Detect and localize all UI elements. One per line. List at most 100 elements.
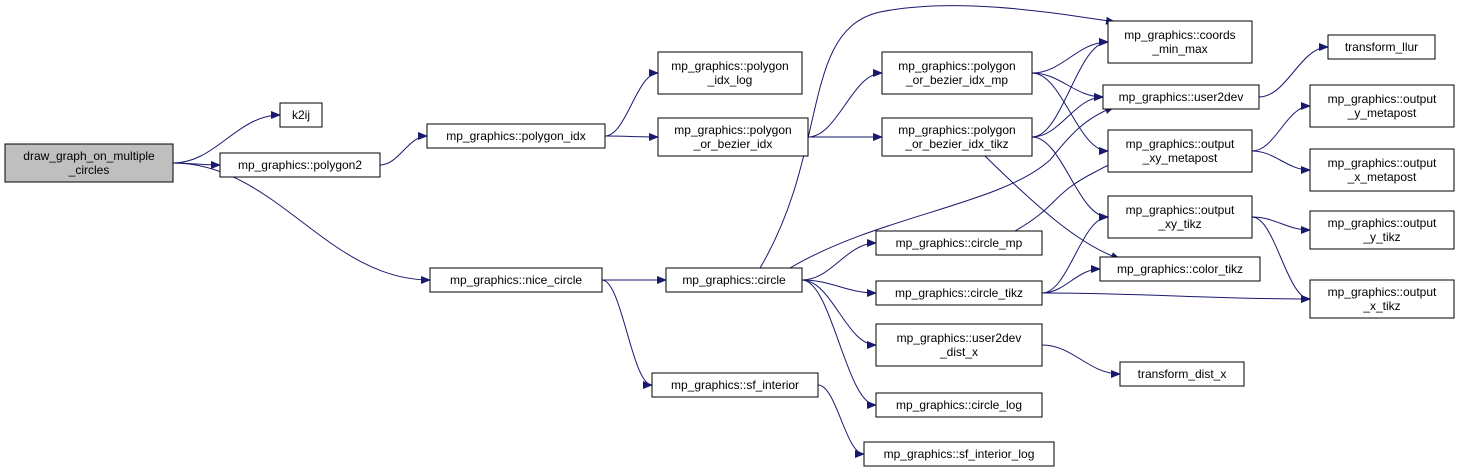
node-box xyxy=(279,102,323,128)
node-box xyxy=(665,267,803,293)
edge-pob_idx_tikz-to-coords_min_max xyxy=(1031,38,1109,138)
edge-arrow xyxy=(601,279,653,389)
node-user2dev[interactable]: mp_graphics::user2dev xyxy=(1102,84,1260,110)
node-box xyxy=(4,143,174,183)
node-label: _circles xyxy=(68,163,110,177)
node-label: _y_metapost xyxy=(1347,106,1417,120)
node-label: mp_graphics::output xyxy=(1328,92,1437,106)
node-output-x-tikz[interactable]: mp_graphics::output_x_tikz xyxy=(1309,279,1455,319)
node-box xyxy=(875,280,1043,306)
node-user2dev-dist-x[interactable]: mp_graphics::user2dev_dist_x xyxy=(875,323,1043,367)
node-polygon-idx-log[interactable]: mp_graphics::polygon_idx_log xyxy=(657,51,803,95)
edge-nice_circle-to-sf_interior xyxy=(601,279,653,389)
node-box xyxy=(429,267,603,293)
node-coords-min-max[interactable]: mp_graphics::coords_min_max xyxy=(1107,20,1253,64)
edge-polygon_idx-to-polygon_idx_log xyxy=(604,69,659,137)
node-circle-tikz[interactable]: mp_graphics::circle_tikz xyxy=(875,280,1043,306)
node-label: mp_graphics::polygon xyxy=(898,123,1015,137)
edge-arrow xyxy=(984,155,1121,260)
node-root[interactable]: draw_graph_on_multiple_circles xyxy=(4,143,174,183)
edge-arrow xyxy=(1031,72,1109,155)
node-label: mp_graphics::user2dev xyxy=(897,331,1022,345)
edge-arrow xyxy=(801,279,877,409)
node-box xyxy=(657,117,809,157)
node-label: mp_graphics::color_tikz xyxy=(1117,262,1243,276)
node-k2ij[interactable]: k2ij xyxy=(279,102,323,128)
node-sf-interior[interactable]: mp_graphics::sf_interior xyxy=(651,372,819,398)
edge-arrow xyxy=(1251,102,1311,152)
node-label: mp_graphics::user2dev xyxy=(1119,90,1244,104)
node-polygon-idx[interactable]: mp_graphics::polygon_idx xyxy=(426,123,606,149)
edge-arrow xyxy=(1041,265,1101,294)
edge-pob_idx_tikz-to-output_xy_tikz xyxy=(1031,136,1109,221)
edge-circle_tikz-to-output_x_tikz xyxy=(1041,292,1311,303)
edge-circle-to-user2dev_dist_x xyxy=(801,279,877,349)
edge-arrow xyxy=(801,239,877,281)
edge-polygon2-to-polygon_idx xyxy=(379,132,428,166)
edge-output_xy_tikz-to-output_y_tikz xyxy=(1251,216,1311,234)
node-output-x-metapost[interactable]: mp_graphics::output_x_metapost xyxy=(1309,148,1455,192)
node-label: mp_graphics::circle_log xyxy=(896,398,1022,412)
node-pob-idx-mp[interactable]: mp_graphics::polygon_or_bezier_idx_mp xyxy=(881,51,1033,95)
node-box xyxy=(1119,361,1245,387)
node-transform-llur[interactable]: transform_llur xyxy=(1327,34,1436,60)
edge-root-to-k2ij xyxy=(172,111,281,164)
node-pob-idx[interactable]: mp_graphics::polygon_or_bezier_idx xyxy=(657,117,809,157)
edge-polygon_idx-to-pob_idx xyxy=(604,132,659,141)
node-label: mp_graphics::polygon2 xyxy=(238,158,362,172)
node-circle-mp[interactable]: mp_graphics::circle_mp xyxy=(875,230,1043,256)
node-box xyxy=(875,323,1043,367)
edge-arrow xyxy=(1031,136,1109,221)
edge-arrow xyxy=(1251,150,1311,174)
node-label: mp_graphics::circle_mp xyxy=(896,236,1023,250)
node-label: k2ij xyxy=(292,108,310,122)
node-label: transform_dist_x xyxy=(1138,367,1227,381)
node-box xyxy=(1102,84,1260,110)
node-box xyxy=(657,51,803,95)
edge-arrow xyxy=(801,279,877,297)
node-label: mp_graphics::output xyxy=(1328,156,1437,170)
edge-arrow xyxy=(1251,216,1311,234)
node-box xyxy=(1099,256,1261,282)
node-label: mp_graphics::sf_interior xyxy=(671,378,799,392)
node-box xyxy=(881,51,1033,95)
edge-arrow xyxy=(1031,38,1109,138)
edge-arrow xyxy=(172,162,431,284)
node-label: _x_metapost xyxy=(1347,170,1417,184)
node-box xyxy=(863,441,1055,467)
node-output-y-tikz[interactable]: mp_graphics::output_y_tikz xyxy=(1309,210,1455,250)
edge-pob_idx_mp-to-output_xy_metapost xyxy=(1031,72,1109,155)
edge-arrow xyxy=(1031,93,1104,138)
node-label: mp_graphics::coords xyxy=(1124,28,1235,42)
node-box xyxy=(875,392,1043,418)
node-box xyxy=(651,372,819,398)
node-circle[interactable]: mp_graphics::circle xyxy=(665,267,803,293)
edge-user2dev-to-transform_llur xyxy=(1258,43,1329,98)
node-pob-idx-tikz[interactable]: mp_graphics::polygon_or_bezier_idx_tikz xyxy=(881,117,1033,157)
node-label: mp_graphics::output xyxy=(1126,137,1235,151)
node-color-tikz[interactable]: mp_graphics::color_tikz xyxy=(1099,256,1261,282)
edge-arrow xyxy=(817,384,865,458)
node-output-xy-tikz[interactable]: mp_graphics::output_xy_tikz xyxy=(1107,195,1253,239)
node-label: _or_bezier_idx_tikz xyxy=(904,137,1008,151)
node-box xyxy=(1107,129,1253,173)
edge-arrow xyxy=(759,5,1116,269)
edge-pob_idx_tikz-to-user2dev xyxy=(1031,93,1104,138)
node-output-xy-metapost[interactable]: mp_graphics::output_xy_metapost xyxy=(1107,129,1253,173)
edge-root-to-nice_circle xyxy=(172,162,431,284)
node-output-y-metapost[interactable]: mp_graphics::output_y_metapost xyxy=(1309,84,1455,128)
edge-arrow xyxy=(1041,292,1311,303)
node-transform-dist-x[interactable]: transform_dist_x xyxy=(1119,361,1245,387)
node-circle-log[interactable]: mp_graphics::circle_log xyxy=(875,392,1043,418)
edge-circle-to-circle_mp xyxy=(801,239,877,281)
edge-arrow xyxy=(604,132,659,141)
node-nice-circle[interactable]: mp_graphics::nice_circle xyxy=(429,267,603,293)
edge-arrow xyxy=(1041,213,1109,294)
node-label: _y_tikz xyxy=(1362,230,1400,244)
node-box xyxy=(219,152,381,178)
node-sf-interior-log[interactable]: mp_graphics::sf_interior_log xyxy=(863,441,1055,467)
node-polygon2[interactable]: mp_graphics::polygon2 xyxy=(219,152,381,178)
node-box xyxy=(881,117,1033,157)
node-label: draw_graph_on_multiple xyxy=(23,149,155,163)
